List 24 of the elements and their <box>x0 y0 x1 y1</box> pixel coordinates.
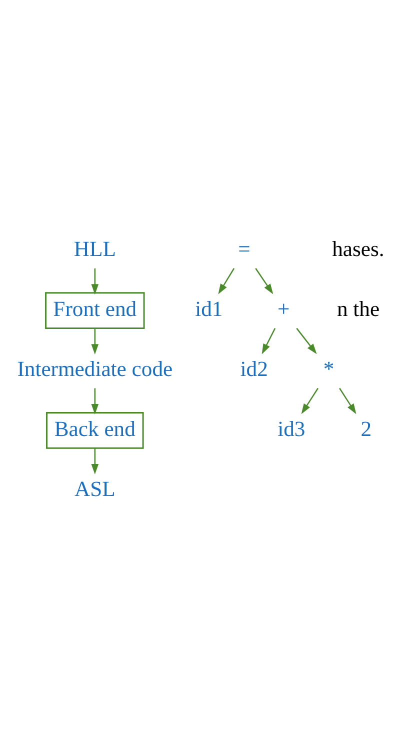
label: hases. <box>332 237 384 262</box>
arrow <box>91 268 99 295</box>
node-text: id2 <box>240 357 268 382</box>
arrow <box>218 268 235 294</box>
node-text: Intermediate code <box>17 357 173 382</box>
node-text: + <box>277 297 290 322</box>
arrow <box>262 328 276 354</box>
arrow <box>255 268 274 294</box>
arrow <box>301 388 318 414</box>
node-text: 2 <box>360 416 372 441</box>
arrow <box>91 328 99 355</box>
arrow <box>296 328 317 354</box>
node-box: Front end <box>45 292 145 329</box>
label: n the <box>336 297 380 322</box>
node-text: * <box>323 357 334 382</box>
arrow <box>91 448 99 474</box>
node-text: id3 <box>278 416 306 441</box>
arrow <box>339 388 356 414</box>
arrow <box>91 388 99 414</box>
node-box: Back end <box>46 412 144 449</box>
node-text: ASL <box>74 476 116 501</box>
node-text: id1 <box>195 297 223 322</box>
node-text: HLL <box>74 237 116 262</box>
node-text: = <box>238 237 250 262</box>
